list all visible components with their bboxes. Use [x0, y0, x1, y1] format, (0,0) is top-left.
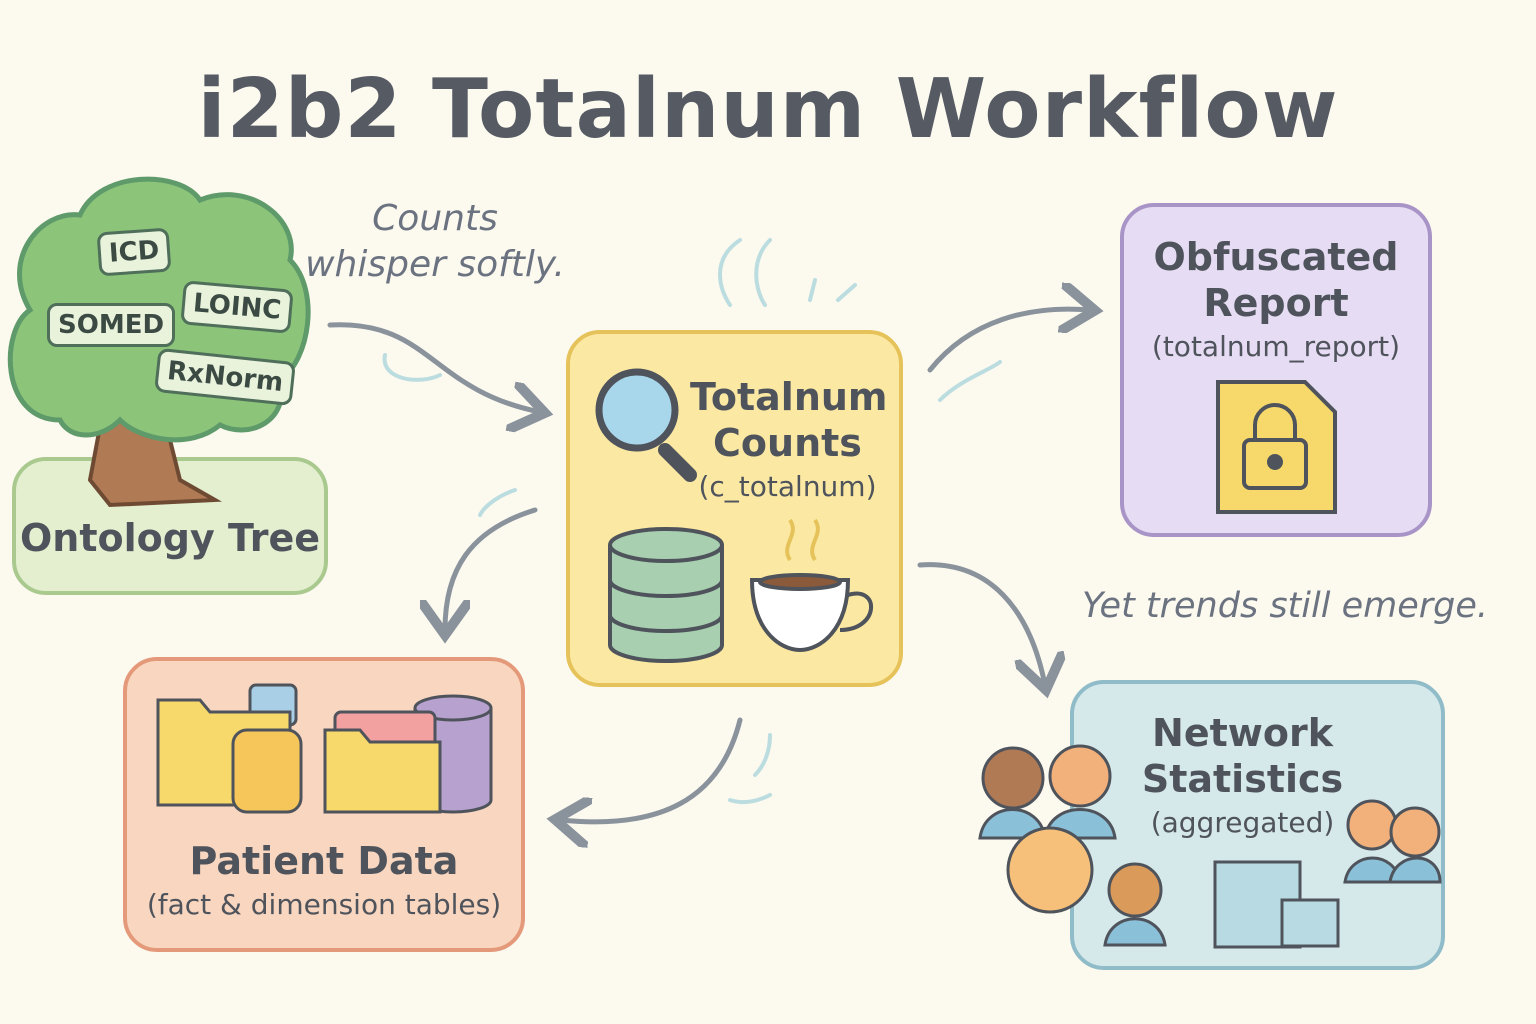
- patient-folders-icon: [156, 683, 493, 814]
- patient-data-subtitle: (fact & dimension tables): [146, 888, 502, 921]
- arrow-totalnum-to-report: [927, 309, 1090, 373]
- coffee-cup-icon: [749, 518, 874, 653]
- network-title-2: Statistics: [1141, 757, 1344, 801]
- patient-data-title: Patient Data: [189, 839, 459, 883]
- totalnum-title-1: Totalnum: [690, 375, 888, 419]
- ontology-tree-label: Ontology Tree: [20, 516, 320, 560]
- report-title-1: Obfuscated: [1153, 235, 1399, 279]
- totalnum-title-2: Counts: [713, 421, 862, 465]
- report-title-2: Report: [1203, 281, 1349, 325]
- totalnum-subtitle: (c_totalnum): [698, 470, 877, 503]
- network-title-1: Network: [1152, 711, 1333, 755]
- arrow-ontology-to-totalnum: [327, 322, 540, 412]
- tag-icd: ICD: [96, 227, 172, 277]
- arrow-totalnum-to-patient-bottom: [560, 717, 743, 822]
- magnifier-icon: [595, 368, 697, 482]
- whisper-strokes: [382, 238, 1002, 805]
- diagram-title: i2b2 Totalnum Workflow: [197, 62, 1339, 157]
- note-counts-whisper: Counts whisper softly.: [305, 198, 565, 285]
- report-subtitle: (totalnum_report): [1151, 330, 1401, 363]
- arrow-totalnum-to-network: [917, 562, 1045, 685]
- tag-somed: SOMED: [47, 303, 176, 347]
- flow-arrows: [327, 309, 1090, 822]
- arrow-totalnum-to-patient: [445, 507, 538, 630]
- note-trends-emerge: Yet trends still emerge.: [1082, 586, 1489, 626]
- network-subtitle: (aggregated): [1150, 806, 1335, 839]
- people-icons: [978, 744, 1442, 949]
- database-icon: [608, 527, 724, 663]
- locked-document-icon: [1216, 380, 1337, 514]
